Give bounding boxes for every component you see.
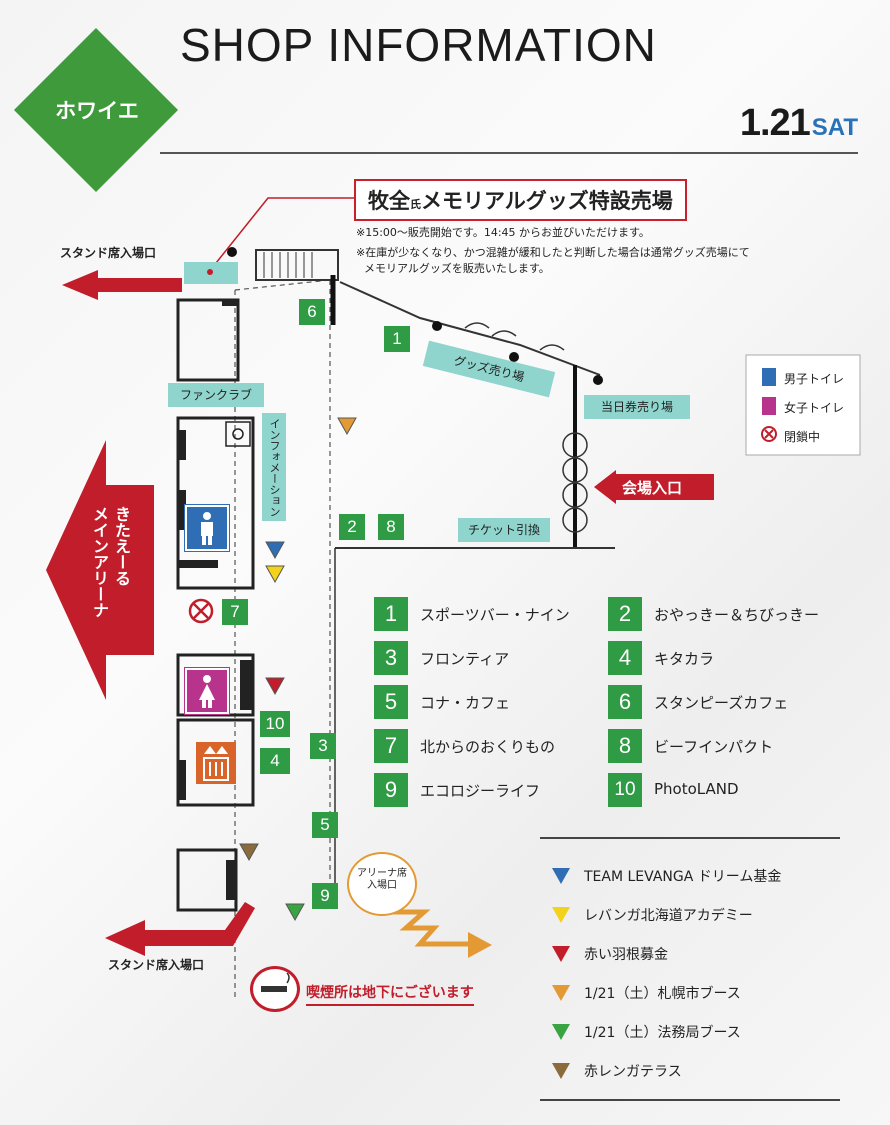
shop-name-9: エコロジーライフ bbox=[420, 782, 541, 800]
closed-legend: 閉鎖中 bbox=[784, 430, 821, 444]
booth-legend-label: 赤レンガテラス bbox=[584, 1064, 682, 1080]
stand-entrance-bottom-arrow bbox=[105, 902, 255, 956]
map-shop-2: 2 bbox=[339, 514, 365, 540]
memorial-note-1: ※15:00〜販売開始です。14:45 からお並びいただけます。 bbox=[356, 226, 650, 239]
main-arena-arrow bbox=[46, 440, 154, 700]
smoking-notice: 喫煙所は地下にございます bbox=[306, 982, 474, 1006]
booth-legend-label: レバンガ北海道アカデミー bbox=[584, 908, 753, 924]
booth-legend-label: TEAM LEVANGA ドリーム基金 bbox=[584, 869, 782, 885]
booth-legend-marker bbox=[552, 907, 570, 923]
shop-number-10: 10 bbox=[608, 773, 642, 807]
shop-number-3: 3 bbox=[374, 641, 408, 675]
shop-name-7: 北からのおくりもの bbox=[420, 738, 556, 756]
stand-entrance-top-label: スタンド席入場口 bbox=[60, 246, 157, 260]
ticket-exchange-label: チケット引換 bbox=[458, 518, 550, 542]
shop-name-10: PhotoLAND bbox=[654, 780, 739, 798]
shop-number-7: 7 bbox=[374, 729, 408, 763]
booth-legend-label: 赤い羽根募金 bbox=[584, 947, 668, 963]
map-shop-10: 10 bbox=[260, 711, 290, 737]
section-label: ホワイエ bbox=[55, 99, 139, 123]
booth-legend-marker bbox=[552, 1063, 570, 1079]
shop-name-1: スポーツバー・ナイン bbox=[420, 606, 570, 624]
map-shop-3: 3 bbox=[310, 733, 336, 759]
female-toilet-icon bbox=[184, 667, 230, 715]
main-arena-label-2: メインアリーナ bbox=[90, 506, 109, 618]
shop-number-6: 6 bbox=[608, 685, 642, 719]
map-shop-7: 7 bbox=[222, 599, 248, 625]
memorial-note-3: メモリアルグッズを販売いたします。 bbox=[364, 262, 550, 275]
male-toilet-legend: 男子トイレ bbox=[784, 372, 845, 386]
booth-legend-marker bbox=[552, 1024, 570, 1040]
female-toilet-legend-icon bbox=[762, 397, 776, 415]
shop-name-4: キタカラ bbox=[654, 650, 715, 668]
shop-name-2: おやっきー＆ちびっきー bbox=[654, 606, 820, 624]
booth-legend-marker bbox=[552, 946, 570, 962]
venue-entrance-label: 会場入口 bbox=[622, 479, 683, 497]
shop-number-5: 5 bbox=[374, 685, 408, 719]
booth-legend-label: 1/21（土）札幌市ブース bbox=[584, 986, 741, 1002]
shop-name-5: コナ・カフェ bbox=[420, 694, 511, 712]
stand-entrance-top-arrow bbox=[62, 270, 182, 300]
shop-name-6: スタンピーズカフェ bbox=[654, 694, 789, 712]
information-label: インフォメーション bbox=[262, 413, 286, 521]
male-toilet-legend-icon bbox=[762, 368, 776, 386]
elevator-icon bbox=[196, 742, 236, 784]
female-toilet-legend: 女子トイレ bbox=[784, 401, 845, 415]
same-day-ticket-label: 当日券売り場 bbox=[584, 395, 690, 419]
fanclub-label: ファンクラブ bbox=[168, 383, 264, 407]
closed-legend-icon bbox=[761, 426, 777, 442]
shop-number-9: 9 bbox=[374, 773, 408, 807]
booth-legend-marker bbox=[552, 868, 570, 884]
memorial-booth-marker bbox=[207, 269, 213, 275]
booth-legend-marker bbox=[552, 985, 570, 1001]
event-date: 1.21SAT bbox=[740, 102, 858, 145]
main-arena-label-1: きたえーる bbox=[112, 506, 131, 586]
memorial-note-2: ※在庫が少なくなり、かつ混雑が緩和したと判断した場合は通常グッズ売場にて bbox=[356, 246, 750, 259]
shop-number-8: 8 bbox=[608, 729, 642, 763]
arena-entrance-label: アリーナ席入場口 bbox=[357, 868, 407, 891]
map-shop-6: 6 bbox=[299, 299, 325, 325]
booth-legend-label: 1/21（土）法務局ブース bbox=[584, 1025, 741, 1041]
shop-number-2: 2 bbox=[608, 597, 642, 631]
map-shop-8: 8 bbox=[378, 514, 404, 540]
arena-entrance-circle bbox=[347, 852, 417, 916]
header-divider bbox=[160, 152, 858, 154]
closed-toilet-icon bbox=[188, 598, 214, 624]
shop-number-4: 4 bbox=[608, 641, 642, 675]
shop-name-8: ビーフインパクト bbox=[654, 738, 774, 756]
stand-entrance-bottom-label: スタンド席入場口 bbox=[108, 958, 205, 972]
page-title: SHOP INFORMATION bbox=[180, 19, 657, 71]
memorial-goods-title: 牧全氏メモリアルグッズ特設売場 bbox=[354, 179, 687, 221]
map-shop-1: 1 bbox=[384, 326, 410, 352]
map-shop-9: 9 bbox=[312, 883, 338, 909]
map-shop-5: 5 bbox=[312, 812, 338, 838]
male-toilet-icon bbox=[184, 504, 230, 552]
smoking-icon bbox=[250, 966, 300, 1012]
venue-entrance-arrow bbox=[594, 470, 714, 504]
date-day: 1.21 bbox=[739, 102, 811, 144]
shop-number-1: 1 bbox=[374, 597, 408, 631]
shop-name-3: フロンティア bbox=[420, 650, 510, 668]
map-shop-4: 4 bbox=[260, 748, 290, 774]
date-weekday: SAT bbox=[811, 114, 858, 141]
